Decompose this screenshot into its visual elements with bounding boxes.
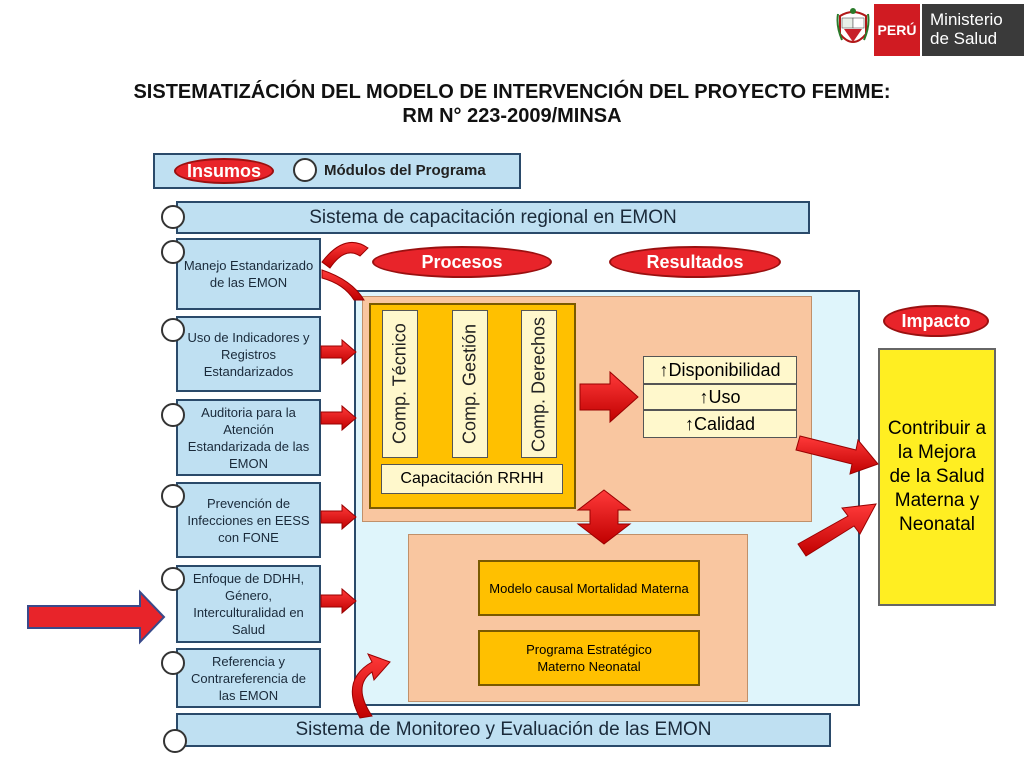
capacitacion-bullet-icon (161, 205, 185, 229)
curved-arrow-bottom-icon (351, 653, 391, 719)
module-item-2: Uso de Indicadores y Registros Estandari… (176, 316, 321, 392)
module-item-1: Manejo Estandarizado de las EMON (176, 238, 321, 310)
insumos-label: Insumos (174, 158, 274, 184)
arrow-to-impact-upper-icon (795, 435, 879, 475)
result-disponibilidad-text: ↑Disponibilidad (659, 359, 781, 380)
programa-estrategico-box: Programa Estratégico Materno Neonatal (478, 630, 700, 686)
module-item-3: Auditoria para la Atención Estandarizada… (176, 399, 321, 476)
capacitacion-rrhh-text: Capacitación RRHH (400, 470, 544, 487)
title-line1: SISTEMATIZÁCIÓN DEL MODELO DE INTERVENCI… (133, 81, 891, 103)
curved-arrow-top2-icon (321, 269, 365, 301)
result-calidad-text: ↑Calidad (684, 413, 756, 434)
peru-coat-of-arms-icon (836, 6, 870, 52)
impact-text: Contribuir a la Mejora de la Salud Mater… (887, 418, 987, 535)
modelo-causal-text: Modelo causal Mortalidad Materna (489, 580, 689, 596)
page-title: SISTEMATIZÁCIÓN DEL MODELO DE INTERVENCI… (0, 80, 1024, 128)
title-line2: RM N° 223-2009/MINSA (402, 105, 622, 127)
result-disponibilidad: ↑Disponibilidad (643, 356, 797, 384)
procesos-label: Procesos (372, 246, 552, 278)
impacto-label: Impacto (883, 305, 989, 337)
module-item-2-label: Uso de Indicadores y Registros Estandari… (187, 329, 310, 379)
module-item-4: Prevención de Infecciones en EESS con FO… (176, 482, 321, 558)
ministry-country-text: PERÚ (877, 22, 917, 38)
resultados-label-text: Resultados (646, 251, 744, 272)
monitoreo-bullet-icon (163, 729, 187, 753)
module-item-3-label: Auditoria para la Atención Estandarizada… (187, 404, 310, 471)
module-bullet-5-icon (161, 567, 185, 591)
module-bullet-4-icon (161, 484, 185, 508)
capacitacion-regional-text: Sistema de capacitación regional en EMON (309, 206, 677, 228)
ministry-line1: Ministerio (930, 10, 1003, 29)
ministry-country-badge: PERÚ (874, 4, 920, 56)
arrow-components-results-icon (579, 370, 639, 424)
result-uso: ↑Uso (643, 384, 797, 410)
capacitacion-rrhh-box: Capacitación RRHH (381, 464, 563, 494)
modelo-causal-box: Modelo causal Mortalidad Materna (478, 560, 700, 616)
ministry-name-badge: Ministerio de Salud (922, 4, 1024, 56)
curved-arrow-top-icon (321, 241, 369, 269)
module-bullet-2-icon (161, 318, 185, 342)
module-item-5-label: Enfoque de DDHH, Género, Interculturalid… (192, 571, 305, 637)
module-bullet-6-icon (161, 651, 185, 675)
insumos-label-text: Insumos (186, 160, 261, 181)
module-item-5: Enfoque de DDHH, Género, Interculturalid… (176, 565, 321, 643)
monitoreo-text: Sistema de Monitoreo y Evaluación de las… (295, 719, 712, 740)
result-calidad: ↑Calidad (643, 410, 797, 438)
procesos-label-text: Procesos (421, 251, 503, 272)
module-item-1-label: Manejo Estandarizado de las EMON (183, 258, 314, 290)
module-bullet-1-icon (161, 240, 185, 264)
module-bullet-3-icon (161, 403, 185, 427)
ministry-line2: de Salud (930, 29, 998, 48)
modulos-label: Módulos del Programa (324, 162, 486, 179)
module-item-6: Referencia y Contrareferencia de las EMO… (176, 648, 321, 708)
impacto-label-text: Impacto (901, 310, 971, 331)
module-item-4-label: Prevención de Infecciones en EESS con FO… (187, 495, 310, 545)
resultados-label: Resultados (609, 246, 781, 278)
highlight-arrow-icon (27, 589, 166, 645)
module-item-6-label: Referencia y Contrareferencia de las EMO… (191, 653, 306, 703)
result-uso-text: ↑Uso (699, 386, 741, 407)
modulos-bullet-icon (293, 158, 317, 182)
impact-box: Contribuir a la Mejora de la Salud Mater… (878, 348, 996, 606)
capacitacion-regional-bar: Sistema de capacitación regional en EMON (176, 201, 810, 234)
monitoreo-bar: Sistema de Monitoreo y Evaluación de las… (176, 713, 831, 747)
arrow-to-impact-lower-icon (797, 503, 877, 557)
programa-estrategico-text: Programa Estratégico Materno Neonatal (526, 642, 652, 674)
double-arrow-vertical-icon (576, 489, 632, 545)
module-arrows (320, 338, 357, 615)
